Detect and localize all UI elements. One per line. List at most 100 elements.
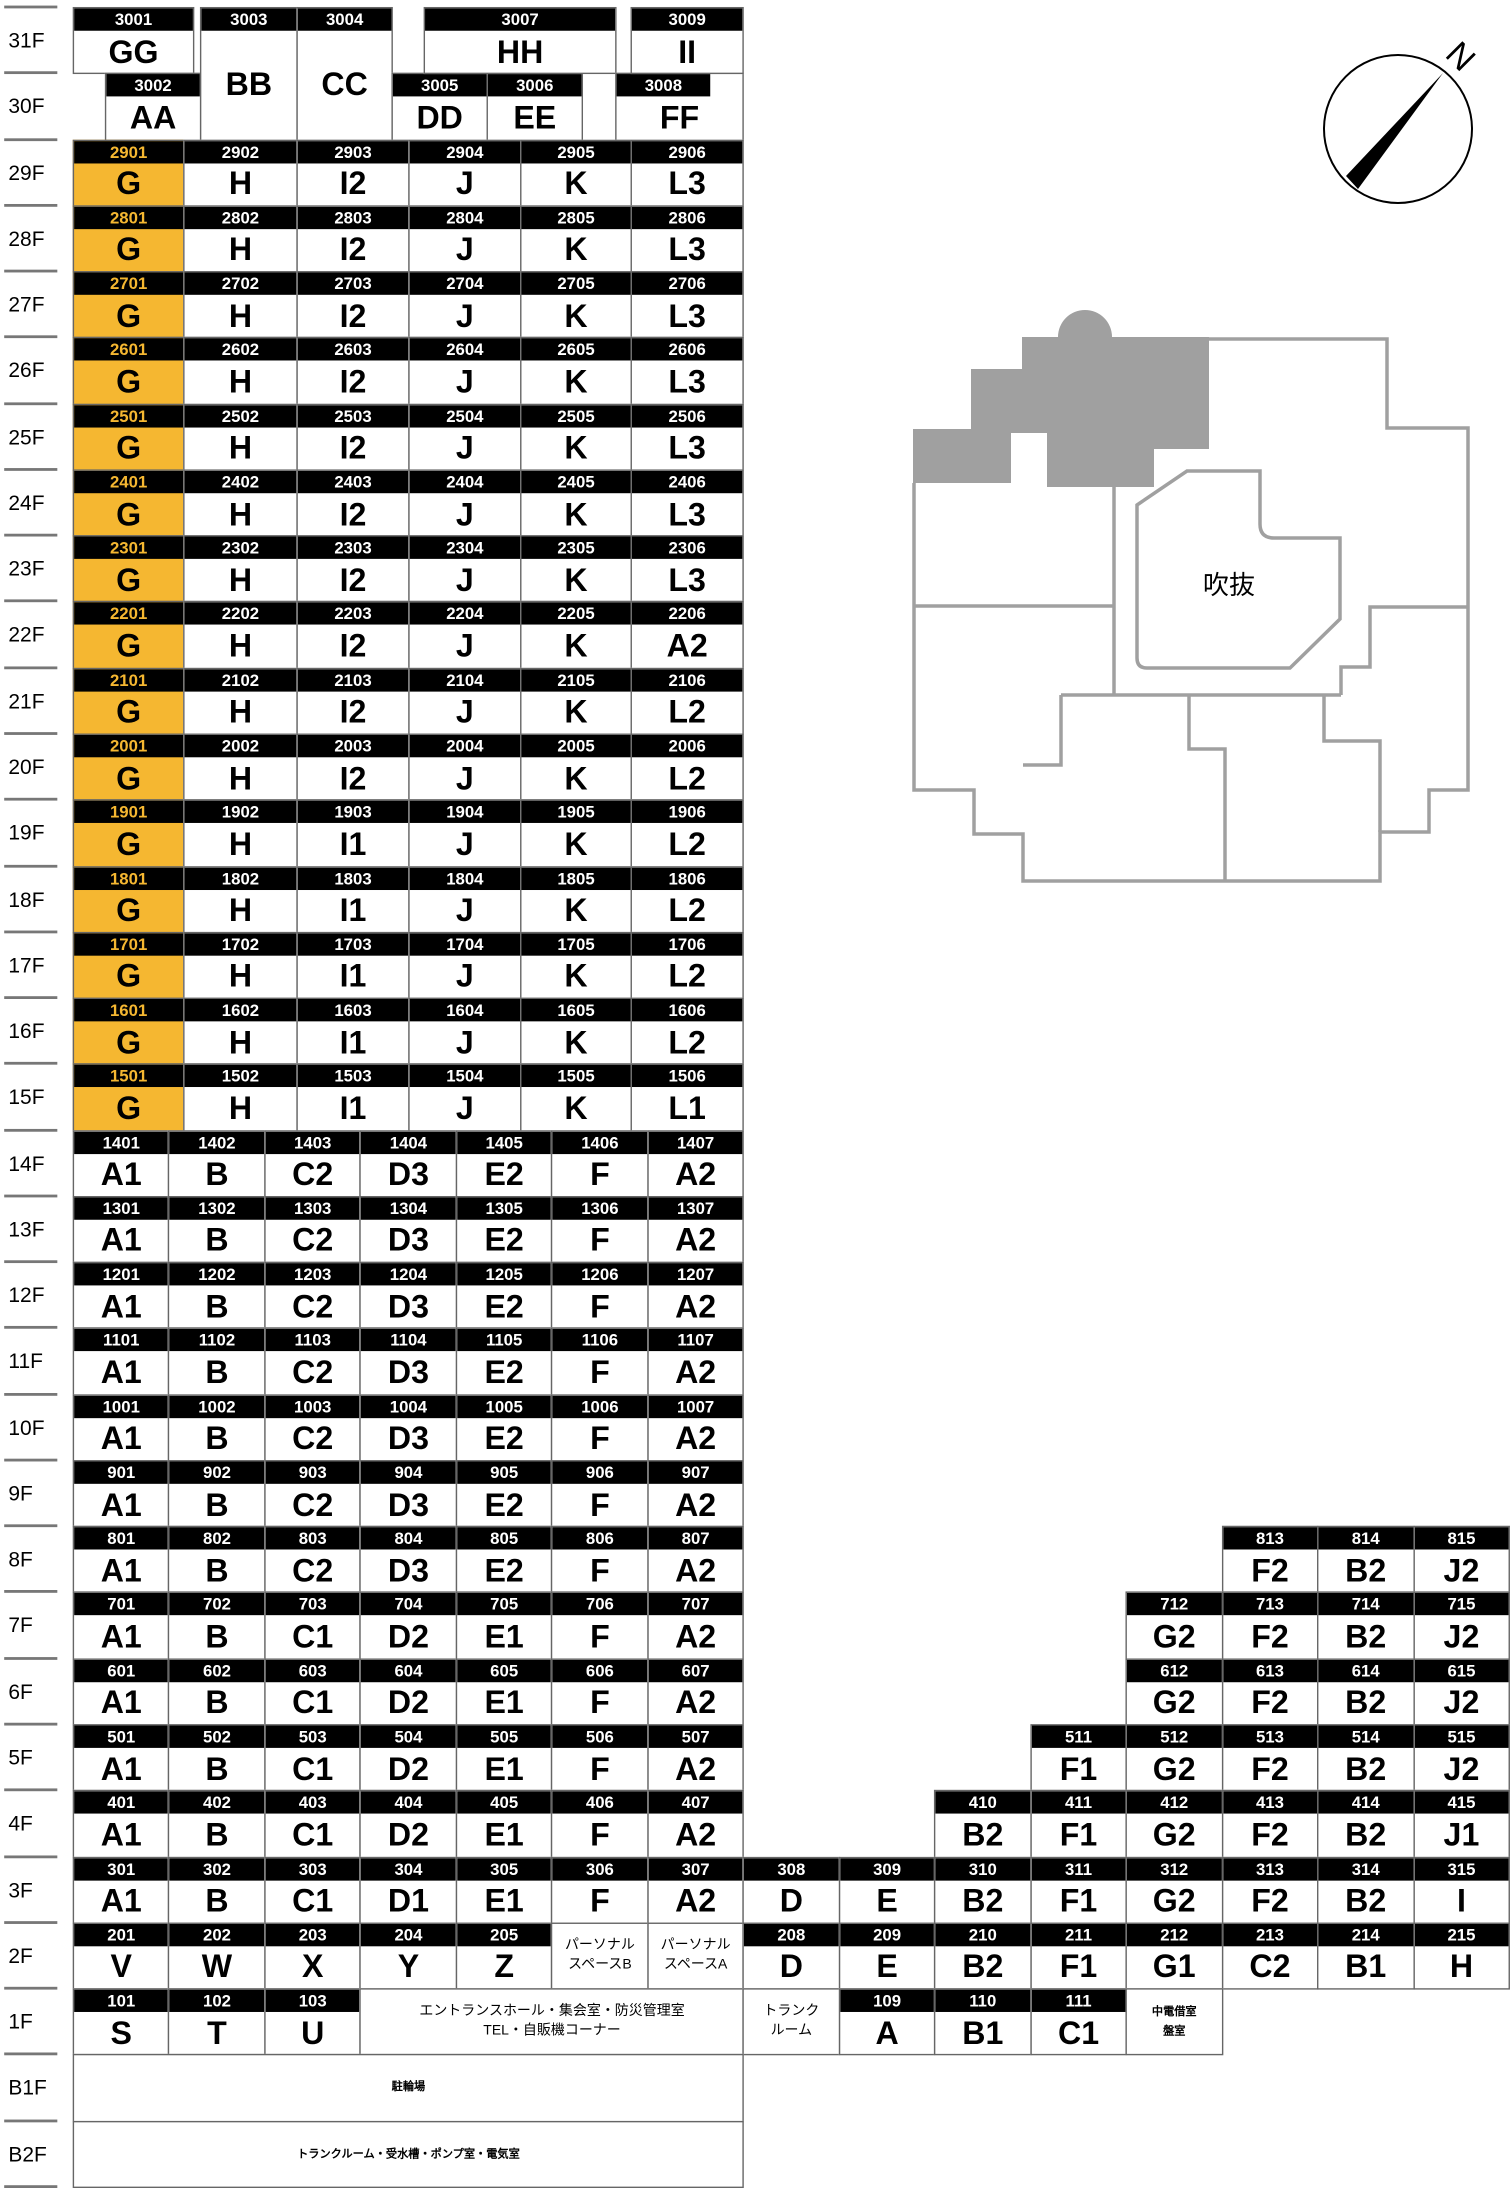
unit-cell[interactable]: 中電借室 盤室 (1125, 1988, 1223, 2056)
unit-cell[interactable]: エントランスホール・集会室・防災管理室 TEL・自販機コーナー (359, 1988, 745, 2056)
unit-cell[interactable]: パーソナル スペースA (647, 1922, 745, 1990)
unit-cell[interactable]: 駐輪場 (72, 2054, 745, 2122)
